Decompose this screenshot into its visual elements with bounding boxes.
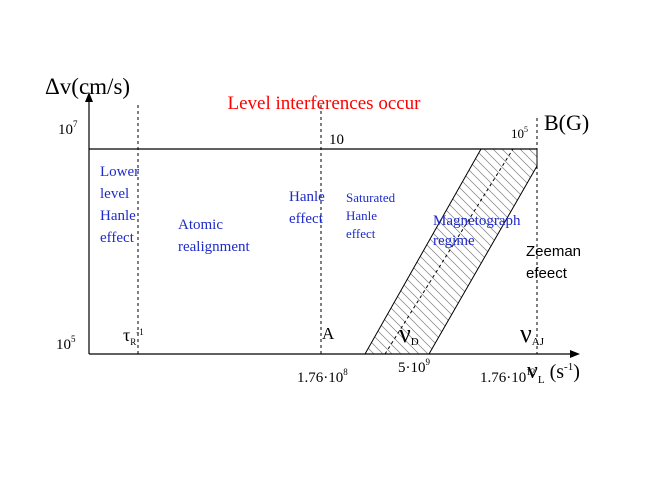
hatch-line (429, 149, 537, 354)
title-text: Level interferences occur (227, 93, 421, 114)
hatch-line (601, 140, 664, 360)
top-value-ten: 10 (329, 132, 344, 148)
y-tick-bottom: 105 (56, 334, 76, 353)
hatch-line (637, 140, 664, 360)
x-tick-5e9: 5·109 (398, 357, 431, 376)
hatch-line (574, 140, 664, 360)
hatch-line (628, 140, 664, 360)
hatch-line (456, 149, 537, 354)
region-zeeman: Zeeman efeect (526, 243, 585, 282)
hatch-line (365, 149, 534, 354)
hatch-line (365, 149, 453, 354)
hatch-line (646, 140, 664, 360)
band-outline (364, 148, 538, 355)
x-axis-arrow (570, 350, 580, 358)
hatch-line (474, 149, 537, 354)
hatch-line (619, 140, 664, 360)
hatch-line (483, 149, 537, 354)
hatch-line (365, 149, 498, 354)
x-axis-label: νL (s-1) (527, 358, 580, 386)
hatch-line (365, 149, 426, 354)
hatch-line (365, 149, 471, 354)
region-atomic-realignment: Atomic realignment (178, 217, 250, 255)
hatch-line (365, 149, 435, 354)
hatch-line (492, 149, 537, 354)
x-tick-176e12: 1.76·1012 (480, 367, 535, 386)
hatch-line (365, 149, 537, 354)
nu-d-marker: νD (399, 319, 419, 348)
y-axis-label: Δv(cm/s) (45, 74, 130, 99)
region-lower-level-hanle: Lower level Hanle effect (100, 164, 143, 246)
hatch-line (365, 149, 525, 354)
x-tick-176e8: 1.76·108 (297, 367, 348, 386)
hatch-line (402, 149, 537, 354)
hatch-line (438, 149, 537, 354)
top-value-ten5: 105 (511, 125, 528, 141)
hatch-line (592, 140, 664, 360)
y-axis-arrow (85, 92, 93, 102)
a-marker: A (322, 324, 335, 343)
region-hanle-effect: Hanle effect (289, 189, 329, 227)
hatch-line (447, 149, 537, 354)
tau-r-marker: τR-1 (123, 325, 144, 347)
region-magnetograph: Magnetograph regime (433, 213, 524, 249)
hatch-line (365, 149, 489, 354)
hatch-line (365, 149, 537, 354)
hatch-line (655, 140, 664, 360)
doppler-dashed-line (384, 148, 514, 355)
y-tick-top: 107 (58, 119, 78, 138)
hatch-line (365, 149, 480, 354)
hatch-line (610, 140, 664, 360)
hatch-line (365, 149, 462, 354)
hatch-line (465, 149, 537, 354)
hatch-line (365, 149, 507, 354)
region-saturated-hanle: Saturated Hanle effect (346, 190, 398, 241)
b-field-label: B(G) (544, 110, 589, 135)
nu-aj-marker: νAJ (520, 319, 545, 348)
hatch-line (365, 149, 444, 354)
hatch-line (583, 140, 664, 360)
